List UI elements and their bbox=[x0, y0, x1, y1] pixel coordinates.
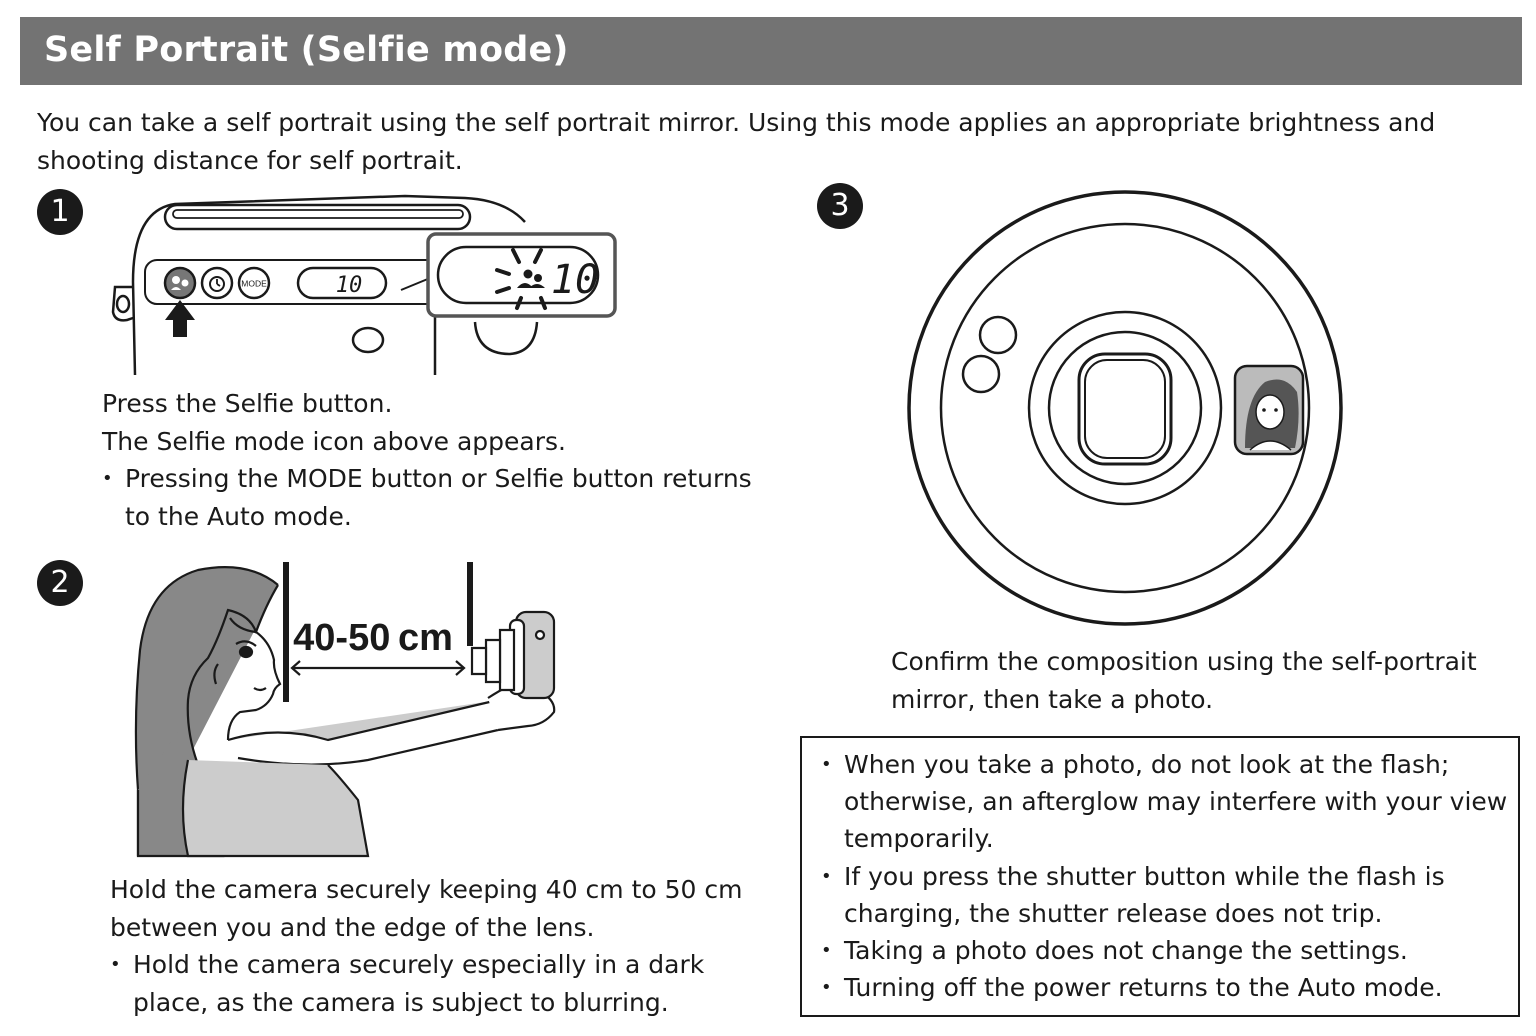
step-3-text: Confirm the composition using the self-p… bbox=[891, 643, 1511, 718]
distance-label: 40-50 cm bbox=[293, 617, 453, 659]
mode-label: MODE bbox=[241, 279, 267, 289]
section-title-bar: Self Portrait (Selfie mode) bbox=[20, 17, 1522, 85]
step-3-line: mirror, then take a photo. bbox=[891, 684, 1214, 714]
note-item: When you take a photo, do not look at th… bbox=[821, 746, 1508, 858]
step-1-bullet: Pressing the MODE button or Selfie butto… bbox=[102, 460, 752, 535]
step-number-1: 1 bbox=[37, 189, 83, 235]
step-1-line: Press the Selfie button. bbox=[102, 389, 393, 418]
step-1-line: The Selfie mode icon above appears. bbox=[102, 426, 566, 456]
step-2-line: between you and the edge of the lens. bbox=[110, 912, 595, 942]
pointer-arrow-icon bbox=[165, 300, 195, 337]
step-3-line: Confirm the composition using the self-p… bbox=[891, 647, 1477, 676]
mode-button-icon: MODE bbox=[237, 266, 271, 300]
selfie-button-icon bbox=[163, 266, 197, 300]
step-number-3: 3 bbox=[817, 183, 863, 229]
camera-top-illustration: MODE 10 10 bbox=[111, 194, 617, 376]
self-portrait-mirror-icon bbox=[1233, 364, 1305, 456]
step-2-text: Hold the camera securely keeping 40 cm t… bbox=[110, 871, 760, 1021]
step-2-line: Hold the camera securely keeping 40 cm t… bbox=[110, 875, 743, 904]
selfie-mode-blinking-icon bbox=[495, 248, 547, 310]
page-title: Self Portrait (Selfie mode) bbox=[44, 30, 569, 70]
zoom-counter-display: 10 bbox=[551, 257, 599, 303]
notes-box: When you take a photo, do not look at th… bbox=[800, 736, 1520, 1017]
step-number-2: 2 bbox=[37, 560, 83, 606]
counter-display: 10 bbox=[336, 273, 363, 298]
lens-front-illustration bbox=[907, 190, 1343, 626]
note-item: Taking a photo does not change the setti… bbox=[821, 932, 1508, 969]
intro-text: You can take a self portrait using the s… bbox=[37, 108, 1436, 175]
step-2-bullet: Hold the camera securely especially in a… bbox=[110, 946, 760, 1021]
note-item: Turning off the power returns to the Aut… bbox=[821, 969, 1508, 1006]
note-item: If you press the shutter button while th… bbox=[821, 858, 1508, 932]
selfie-distance-illustration: 40-50 cm bbox=[134, 562, 556, 858]
self-timer-icon bbox=[200, 266, 234, 300]
step-1-text: Press the Selfie button. The Selfie mode… bbox=[102, 385, 752, 535]
